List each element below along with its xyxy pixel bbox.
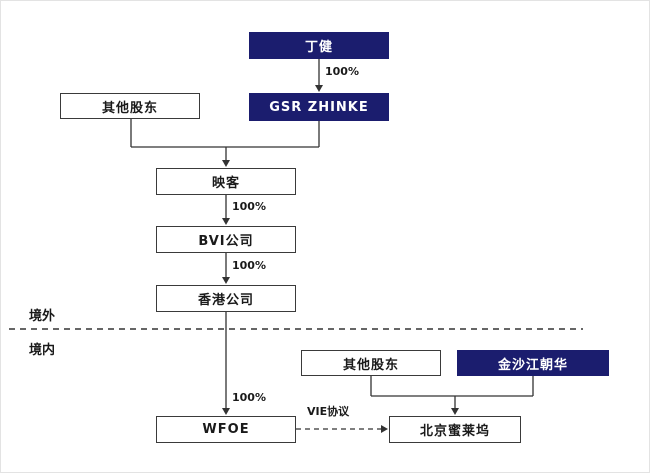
edge-label-pct-bvi-to-hk: 100% <box>232 259 266 272</box>
arrowhead-into-milaiwu <box>451 408 459 415</box>
arrowhead-into-hk <box>222 277 230 284</box>
edge-merge-to-milaiwu <box>370 376 534 408</box>
node-other-shareholders-top: 其他股东 <box>60 93 200 119</box>
arrowhead-into-inke <box>222 160 230 167</box>
region-label-onshore: 境内 <box>29 343 56 358</box>
node-wfoe: WFOE <box>156 416 296 443</box>
edge-label-vie-agreement: VIE协议 <box>307 405 350 418</box>
node-jinshajiang-chaohua: 金沙江朝华 <box>457 350 609 376</box>
arrowhead-into-bvi <box>222 218 230 225</box>
edge-label-pct-hk-to-wfoe: 100% <box>232 391 266 404</box>
node-bvi-company: BVI公司 <box>156 226 296 253</box>
node-hk-company: 香港公司 <box>156 285 296 312</box>
node-beijing-milaiwu: 北京蜜莱坞 <box>389 416 521 443</box>
arrowhead-into-wfoe <box>222 408 230 415</box>
node-ding-jian: 丁健 <box>249 32 389 59</box>
edge-merge-to-inke <box>130 119 320 160</box>
edge-label-pct-ding-to-gsr: 100% <box>325 65 359 78</box>
region-label-offshore: 境外 <box>29 309 56 324</box>
arrowhead-vie-into-milaiwu <box>381 425 388 433</box>
edge-label-pct-inke-to-bvi: 100% <box>232 200 266 213</box>
node-gsr-zhinke: GSR ZHINKE <box>249 93 389 121</box>
node-inke: 映客 <box>156 168 296 195</box>
node-other-shareholders-cn: 其他股东 <box>301 350 441 376</box>
arrowhead-into-gsr <box>315 85 323 92</box>
